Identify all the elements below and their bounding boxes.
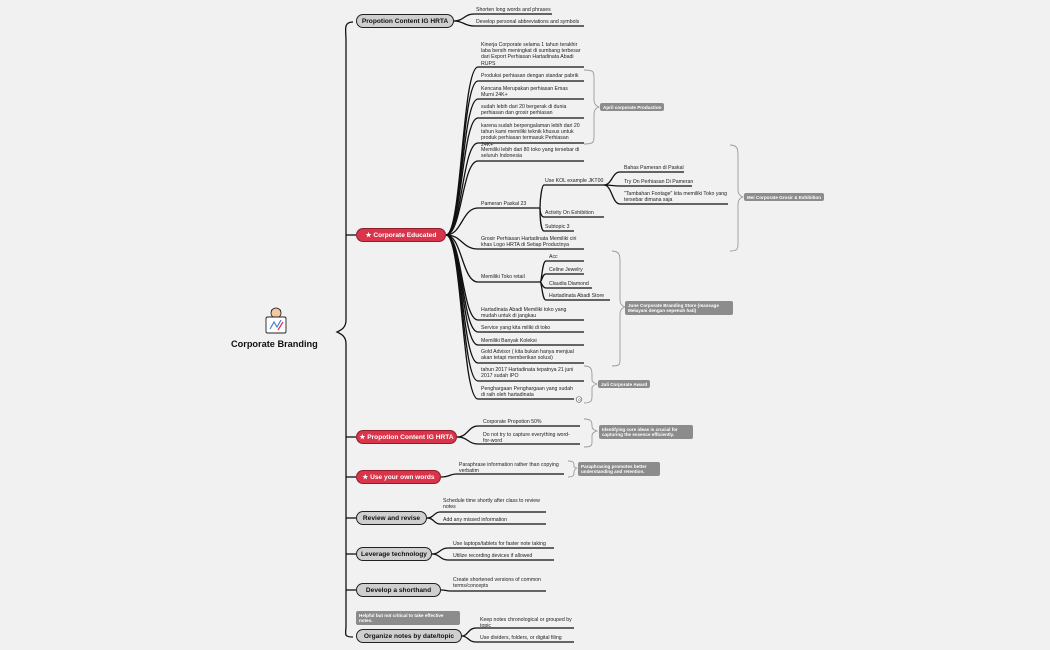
presenter-avatar-icon <box>265 307 287 334</box>
leaf-shorten-words[interactable]: Shorten long words and phrases <box>476 7 551 13</box>
leaf-kencana[interactable]: Kencana Merupakan perhiasan Emas Murni 2… <box>481 86 568 99</box>
leaf-claudia-diamond[interactable]: Claudia Diamond <box>549 281 589 287</box>
leaf-corporate-propotion[interactable]: Corporate Propotion 50% <box>483 419 542 425</box>
topic-propotion-content[interactable]: Propotion Content IG HRTA <box>356 14 454 28</box>
summary-tag-juli[interactable]: Juli Corporate Award <box>598 380 651 389</box>
leaf-gold-advisor[interactable]: Gold Advisor ( kita bukan hanya menjual … <box>481 349 574 362</box>
leaf-kinerja-corporate[interactable]: Kinerja Corporate selama 1 tahun terakhi… <box>481 42 581 67</box>
leaf-penghargaan[interactable]: Penghargaan Penghargaan yang sudah di ra… <box>481 386 574 399</box>
leaf-do-not-capture[interactable]: Do not try to capture everything word-fo… <box>483 432 570 445</box>
leaf-keep-notes[interactable]: Keep notes chronological or grouped by t… <box>480 617 572 630</box>
leaf-bahas-pameran[interactable]: Bahas Pameran di Paskal <box>624 165 684 171</box>
summary-tag-core-ideas[interactable]: Identifying core ideas is crucial for ca… <box>599 425 693 439</box>
leaf-recording-devices[interactable]: Utilize recording devices if allowed <box>453 553 533 559</box>
leaf-teknik-khusus[interactable]: karena sudah berpengalaman lebih dari 20… <box>481 123 580 148</box>
leaf-pameran-paskal[interactable]: Pameran Paskal 23 <box>481 201 527 207</box>
leaf-80-toko[interactable]: Memiliki lebih dari 80 toko yang terseba… <box>481 147 580 160</box>
leaf-mudah-dijangkau[interactable]: Hartadinata Abadi Memiliki toko yang mud… <box>481 307 567 320</box>
summary-tag-june[interactable]: June Corporate Branding Store (massage M… <box>625 301 733 315</box>
leaf-ipo-2017[interactable]: tahun 2017 Hartadinata tepatnya 21 juni … <box>481 367 574 380</box>
leaf-produksi-perhiasan[interactable]: Produksi perhiasan dengan standar pabrik <box>481 73 579 79</box>
collapse-badge[interactable]: 0 <box>578 397 581 402</box>
leaf-acc[interactable]: Acc <box>549 254 558 260</box>
leaf-banyak-koleksi[interactable]: Memiliki Banyak Koleksi <box>481 338 537 344</box>
leaf-activity-exhibition[interactable]: Activity On Exhibition <box>545 210 594 216</box>
topic-corporate-educated[interactable]: ★ Corporate Educated <box>356 228 446 242</box>
leaf-use-laptops[interactable]: Use laptops/tablets for faster note taki… <box>453 541 546 547</box>
root-topic-title[interactable]: Corporate Branding <box>231 339 318 349</box>
topic-organize-notes[interactable]: Organize notes by date/topic <box>356 629 462 643</box>
topic-leverage-technology[interactable]: Leverage technology <box>356 547 432 561</box>
leaf-grosir-logo[interactable]: Grosir Perhiasan Hartadinata Memiliki ci… <box>481 236 577 249</box>
leaf-toko-retail[interactable]: Memiliki Toko retail <box>481 274 525 280</box>
topic-review-and-revise[interactable]: Review and revise <box>356 511 427 525</box>
leaf-celine-jewelry[interactable]: Celine Jewelry <box>549 267 583 273</box>
leaf-personal-abbreviations[interactable]: Develop personal abbreviations and symbo… <box>476 19 580 25</box>
summary-tag-mei[interactable]: Mei Corporate Grosir & Exhibition <box>744 193 825 202</box>
topic-develop-shorthand[interactable]: Develop a shorthand <box>356 583 441 597</box>
leaf-paraphrase[interactable]: Paraphrase information rather than copyi… <box>459 462 559 475</box>
summary-tag-april[interactable]: April corporate Production <box>600 103 665 112</box>
leaf-try-on[interactable]: Try On Perhiasan Di Pameran <box>624 179 694 185</box>
topic-use-your-own-words[interactable]: ★ Use your own words <box>356 470 441 484</box>
leaf-use-dividers[interactable]: Use dividers, folders, or digital filing <box>480 635 562 641</box>
leaf-shortened-versions[interactable]: Create shortened versions of common term… <box>453 577 541 590</box>
leaf-add-missed[interactable]: Add any missed information <box>443 517 508 523</box>
topic-propotion-content-ig[interactable]: ★ Propotion Content IG HRTA <box>356 430 457 444</box>
leaf-service-toko[interactable]: Service yang kita miliki di toko <box>481 325 551 331</box>
leaf-use-kol[interactable]: Use KOL example JKT00 <box>545 178 604 184</box>
leaf-subtopic-3[interactable]: Subtopic 3 <box>545 224 570 230</box>
leaf-tambahan-footage[interactable]: "Tambahan Footage" kita memiliki Toko ya… <box>624 191 728 204</box>
leaf-schedule-review[interactable]: Schedule time shortly after class to rev… <box>443 498 540 511</box>
leaf-hartadinata-store[interactable]: Hartadinata Abadi Store <box>549 293 605 299</box>
floating-note[interactable]: Helpful but not critical to take effecti… <box>356 611 460 625</box>
leaf-pengalaman-20[interactable]: sudah lebih dari 20 bergerak di dunia pe… <box>481 104 567 117</box>
summary-tag-paraphrasing[interactable]: Paraphrasing promotes better understandi… <box>578 462 660 476</box>
